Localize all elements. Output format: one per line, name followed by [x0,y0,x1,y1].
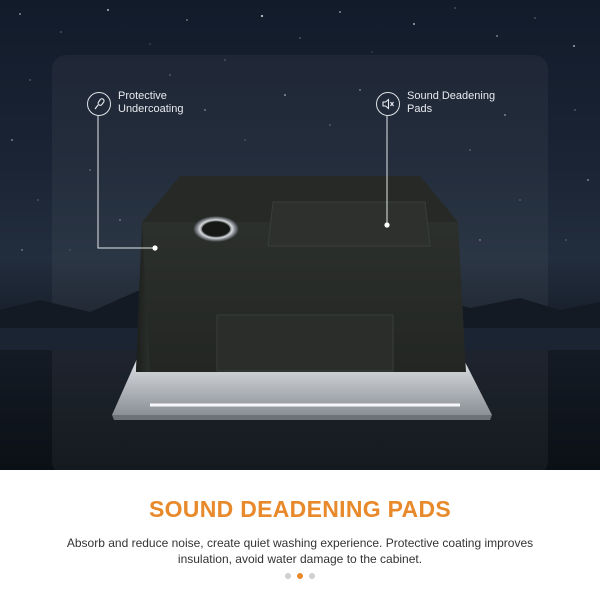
carousel-indicator [0,573,600,579]
speaker-muted-icon [376,92,400,116]
callout-line: Protective [118,90,167,102]
microphone-icon [87,92,111,116]
caption-section: SOUND DEADENING PADS Absorb and reduce n… [0,470,600,600]
callout-line: Sound Deadening [407,90,496,102]
callout-line: Pads [407,103,433,115]
callout-line: Undercoating [118,103,184,115]
carousel-dot-3[interactable] [309,573,315,579]
carousel-dot-2[interactable] [297,573,303,579]
callout-protective-undercoating: Protective Undercoating [87,90,228,116]
product-image: Protective Undercoating Sound Deadening … [0,0,600,470]
feature-description: Absorb and reduce noise, create quiet wa… [66,536,534,566]
carousel-dot-1[interactable] [285,573,291,579]
starry-sky [0,0,600,470]
sink-illustration [112,176,492,420]
feature-title: SOUND DEADENING PADS [148,496,452,522]
callout-sound-deadening-pads: Sound Deadening Pads [376,90,517,116]
